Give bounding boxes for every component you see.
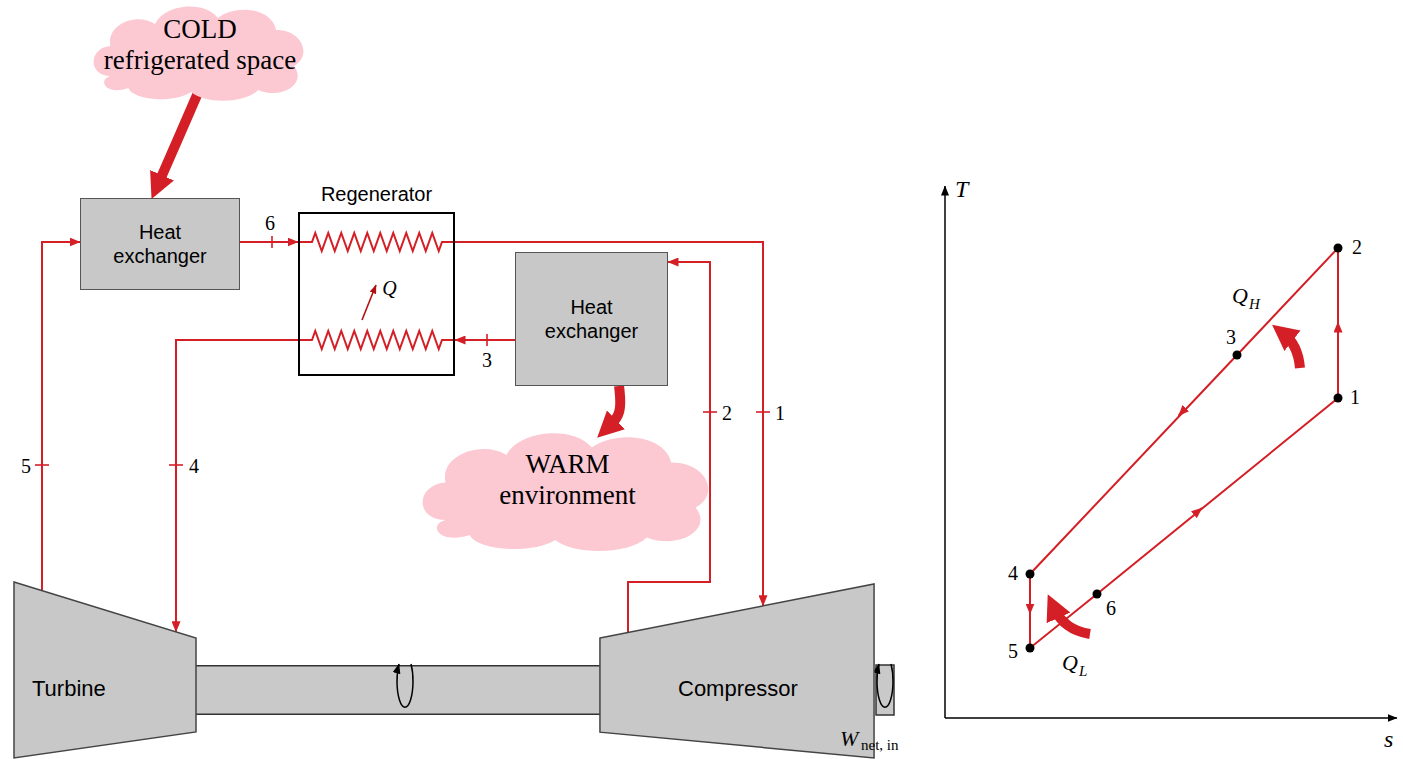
work-symbol: W (840, 726, 858, 752)
state-point (1334, 244, 1343, 253)
machine-outline (0, 580, 200, 759)
rotation-symbol (397, 664, 413, 707)
heat-flow-arrow-path (158, 88, 200, 185)
heat-symbol: Q (1062, 650, 1078, 676)
heat-exchanger-box: Heat exchanger (80, 198, 240, 290)
flow-line (240, 242, 298, 243)
coil-path (298, 331, 455, 349)
state-number: 5 (20, 455, 32, 478)
rotation-symbol (877, 664, 893, 707)
heat-flow-arrow-path (608, 386, 620, 427)
heat-subscript: H (1249, 296, 1260, 313)
regenerator-coils (298, 233, 455, 349)
machine-outline (598, 580, 876, 759)
flow-line (176, 340, 298, 632)
region-label: WARM environment (478, 449, 658, 511)
turbine-symbol: Turbine (0, 580, 200, 759)
coil-path (298, 233, 455, 251)
state-number: 6 (264, 212, 276, 235)
flow-line (455, 242, 763, 606)
regenerator-box: RegeneratorQ (298, 212, 455, 376)
flow-line-path (42, 242, 80, 591)
machine-fill (14, 582, 196, 758)
heat-symbol: Q (1232, 283, 1248, 309)
heat-exchanger-box: Heat exchanger (515, 252, 668, 386)
flow-line-path (176, 340, 298, 632)
state-number: 6 (1106, 597, 1116, 620)
region-label: COLD refrigerated space (100, 14, 300, 76)
heat-absorbed-arrow (1054, 608, 1090, 634)
state-number: 3 (481, 349, 493, 372)
cloud-fill (423, 433, 709, 551)
machine-fill (600, 584, 874, 758)
state-number: 1 (774, 402, 786, 425)
compressor-symbol: Compressor (598, 580, 876, 759)
flow-line (42, 242, 80, 591)
component-label: Heat exchanger (105, 220, 215, 268)
direction-arrow (1337, 322, 1339, 332)
flow-line (455, 340, 515, 341)
state-number: 2 (1352, 236, 1362, 259)
cloud-fill (94, 7, 304, 101)
heat-transfer-arrow (362, 285, 376, 320)
flow-line-path (455, 242, 763, 606)
component-label: Regenerator (321, 182, 432, 206)
state-points (1026, 244, 1343, 653)
cycle-path (1030, 248, 1338, 648)
shaft-extension (876, 665, 894, 715)
state-number: 4 (1008, 562, 1018, 585)
flow-line-path (240, 241, 298, 243)
axis-line (944, 186, 946, 718)
work-subscript: net, in (861, 737, 899, 754)
warm-environment-cloud: WARM environment (415, 425, 720, 550)
heat-rejected-arrow (1284, 334, 1300, 368)
axis-line (945, 717, 1397, 719)
state-point (1026, 570, 1035, 579)
direction-arrow (1196, 508, 1202, 513)
component-label: Heat exchanger (537, 295, 647, 343)
state-point (1233, 351, 1242, 360)
direction-arrow (1179, 410, 1185, 416)
heat-flow-arrow (608, 386, 620, 427)
heat-flow-arrow (158, 88, 200, 185)
state-number: 3 (1226, 326, 1236, 349)
flow-line-path (455, 339, 515, 341)
heat-symbol: Q (382, 276, 396, 300)
state-number: 1 (1350, 386, 1360, 409)
component-label: Compressor (678, 677, 798, 701)
state-point (1093, 590, 1102, 599)
state-number: 2 (721, 402, 733, 425)
component-label: Turbine (32, 677, 106, 701)
heat-subscript: L (1079, 663, 1087, 680)
cold-space-cloud: COLD refrigerated space (88, 0, 312, 100)
ts-diagram (945, 186, 1397, 718)
axis-label: T (955, 176, 968, 203)
axis-label: s (1384, 726, 1393, 753)
state-point (1334, 394, 1343, 403)
state-number: 4 (188, 455, 200, 478)
state-number: 5 (1008, 640, 1018, 663)
state-point (1026, 644, 1035, 653)
direction-arrow (1029, 604, 1031, 614)
